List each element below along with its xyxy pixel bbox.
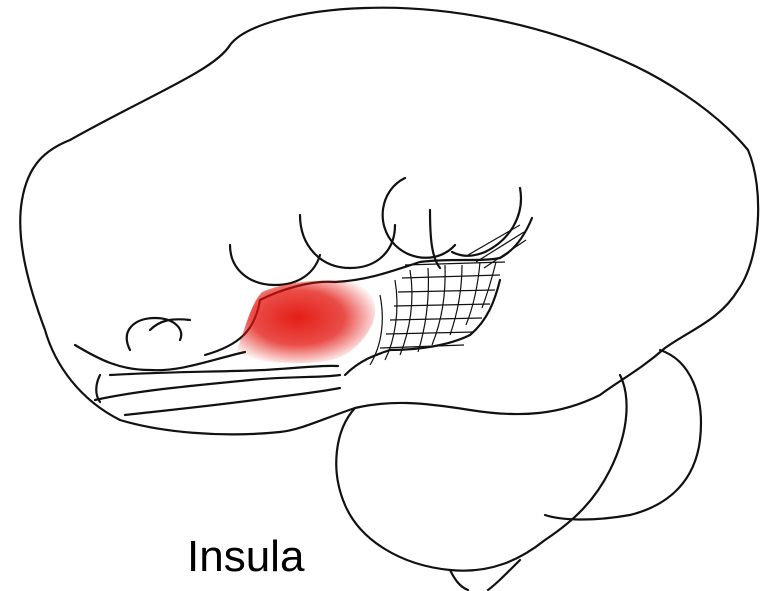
gyrus-line — [150, 319, 190, 330]
gyrus-line — [75, 345, 245, 370]
gyrus-line — [127, 318, 181, 350]
gyrus-line — [125, 388, 340, 415]
sulcus-line — [430, 210, 440, 268]
brainstem — [450, 560, 520, 590]
insula-highlight — [235, 280, 375, 363]
gyrus-line — [95, 375, 340, 400]
sulcus-line — [452, 188, 521, 256]
sulcus-line — [230, 245, 320, 285]
cerebrum-outline — [20, 8, 758, 435]
sulcus-line — [383, 178, 455, 258]
insula-label: Insula — [187, 532, 304, 582]
sulcus-line — [300, 215, 395, 268]
